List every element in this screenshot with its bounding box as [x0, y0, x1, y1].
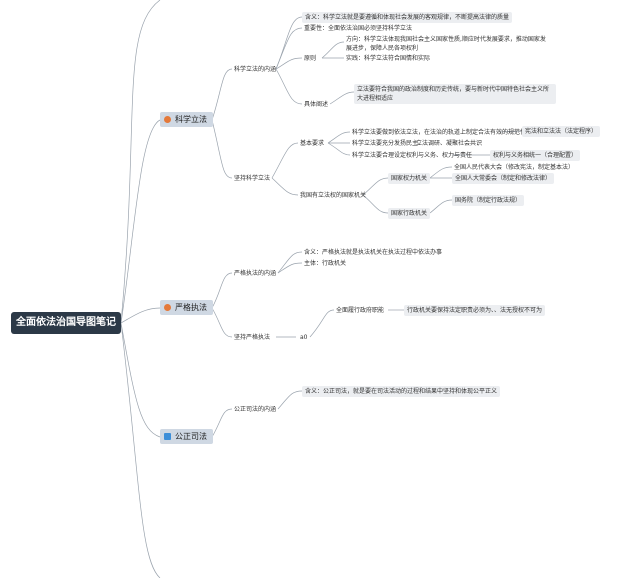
- node-kexue-req1-note[interactable]: 宪法和立法法（法定程序）: [522, 126, 601, 137]
- node-kexue-hanyi[interactable]: 含义：科学立法就是要遵循和体现社会发展的客观规律，不断提高法律的质量: [302, 12, 513, 23]
- node-kexue-shijian[interactable]: 实践：科学立法符合国情和实际: [346, 55, 431, 62]
- node-kexue-req1[interactable]: 科学立法要做到依法立法，在法治的轨道上制定合法有效的规范性文件: [352, 129, 539, 136]
- node-kexue-renda[interactable]: 全国人民代表大会（修改宪法，制定基本法）: [454, 164, 575, 171]
- node-gongzheng-hanyi[interactable]: 含义：公正司法，就是要在司法活动的过程和结果中坚持和体现公平正义: [302, 386, 501, 397]
- node-yange-jianchi[interactable]: 坚持严格执法: [234, 334, 271, 341]
- node-kexue-neihan[interactable]: 科学立法的内涵: [234, 66, 277, 73]
- node-kexue-req3[interactable]: 科学立法要合理设定权利与义务、权力与责任: [352, 152, 473, 159]
- node-kexue-fangxiang[interactable]: 方向：科学立法体现我国社会主义国家性质,顺应时代发展要求，推动国家发展进步，保障…: [346, 36, 546, 52]
- branch-label: 科学立法: [175, 115, 207, 124]
- branch-gongzheng-sifa[interactable]: 公正司法: [160, 429, 213, 444]
- node-yange-zhineng-text[interactable]: 行政机关要保持法定职责必须为、、法无授权不可为: [404, 305, 546, 316]
- root-title[interactable]: 全面依法治国导图笔记: [11, 312, 121, 334]
- node-yange-hanyi[interactable]: 含义：严格执法就是执法机关在执法过程中依法办事: [304, 249, 443, 256]
- node-kexue-juti[interactable]: 具体阐述: [304, 101, 329, 108]
- node-yange-neihan[interactable]: 严格执法的内涵: [234, 270, 277, 277]
- node-kexue-changwei[interactable]: 全国人大常委会（制定和修改法律）: [452, 173, 555, 184]
- branch-kexue-lifa[interactable]: 科学立法: [160, 112, 213, 127]
- node-kexue-guowuyuan[interactable]: 国务院（制定行政法规）: [452, 195, 525, 206]
- node-gongzheng-neihan[interactable]: 公正司法的内涵: [234, 406, 277, 413]
- branch-yange-zhifa[interactable]: 严格执法: [160, 300, 213, 315]
- node-kexue-juti-text[interactable]: 立法要符合我国的政治制度和历史传统，要与新时代中国特色社会主义所大进程相适应: [354, 84, 556, 104]
- node-kexue-req2[interactable]: 科学立法要充分发扬民主: [352, 140, 419, 147]
- branch-label: 严格执法: [175, 303, 207, 312]
- node-yange-ab[interactable]: a0: [300, 334, 308, 341]
- node-yange-zhuti[interactable]: 主体：行政机关: [304, 260, 347, 267]
- orange-dot-icon: [164, 116, 171, 123]
- node-kexue-xingzheng[interactable]: 国家行政机关: [388, 208, 431, 219]
- node-kexue-zhongyao[interactable]: 重要性：全面依法治国必须坚持科学立法: [304, 25, 413, 32]
- node-kexue-jianchi[interactable]: 坚持科学立法: [234, 175, 271, 182]
- node-kexue-req2-note[interactable]: 立法调研、凝聚社会共识: [416, 140, 483, 147]
- node-yange-zhineng[interactable]: 全面履行政府职能: [336, 307, 385, 314]
- orange-dot-icon: [164, 304, 171, 311]
- node-kexue-jiguan[interactable]: 我国有立法权的国家机关: [300, 192, 367, 199]
- branch-label: 公正司法: [175, 432, 207, 441]
- node-kexue-yuanze[interactable]: 原则: [304, 55, 317, 62]
- node-kexue-quanli[interactable]: 国家权力机关: [388, 173, 431, 184]
- blue-square-icon: [164, 433, 171, 440]
- node-kexue-req3-note[interactable]: 权利与义务相统一（合理配置）: [490, 150, 581, 161]
- node-kexue-jiben[interactable]: 基本要求: [300, 140, 325, 147]
